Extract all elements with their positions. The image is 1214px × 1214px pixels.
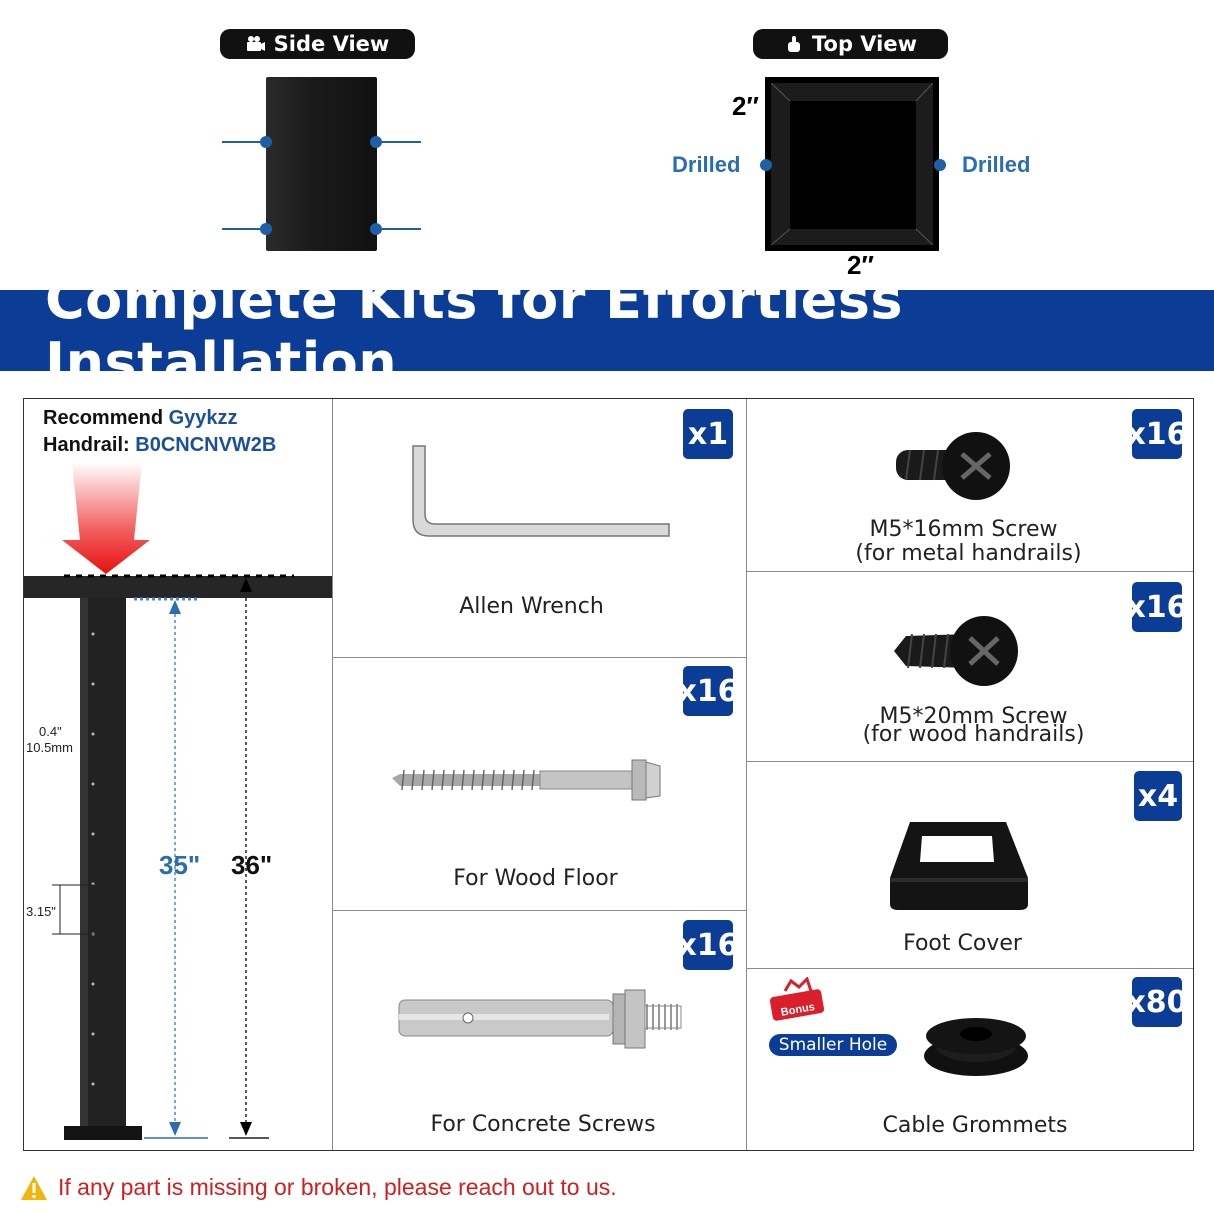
drilled-label-right: Drilled (962, 152, 1031, 177)
recommend-line: Recommend Gyykzz (43, 407, 238, 429)
grommet-icon (924, 1018, 1028, 1076)
hole-size-inch: 0.4" (39, 724, 62, 739)
anchor-bolt-icon (398, 989, 682, 1049)
item-name-cable-grommets: Cable Grommets (882, 1113, 1068, 1138)
post-diagram (24, 462, 332, 1140)
item-sub-m5-16: (for metal handrails) (855, 541, 1082, 566)
red-down-arrow-icon (62, 462, 150, 574)
kit-grid (23, 398, 1194, 1151)
wood-screw-icon (894, 616, 1018, 686)
side-view-post (266, 77, 377, 251)
height-36: 36" (231, 850, 273, 880)
qty-badge: x16 (677, 920, 739, 970)
warning-icon (21, 1175, 47, 1200)
qty-badge: x1 (683, 409, 733, 459)
camera-icon (246, 36, 265, 51)
drill-line (377, 228, 421, 230)
grid-divider (333, 657, 746, 658)
drill-line (222, 141, 266, 143)
grid-divider (747, 761, 1193, 762)
brand-name: Gyykzz (168, 407, 238, 429)
drill-hole-dot (260, 223, 272, 235)
foot-cover-icon (890, 822, 1028, 910)
grid-divider (333, 910, 746, 911)
warning-text: If any part is missing or broken, please… (58, 1174, 617, 1200)
smaller-hole-text: Smaller Hole (778, 1035, 888, 1055)
drill-hole-dot (260, 136, 272, 148)
handrail-bar (24, 576, 332, 598)
qty-badge: x16 (1126, 582, 1188, 632)
item-sub-m5-20: (for wood handrails) (862, 722, 1085, 747)
qty-badge: x16 (677, 666, 739, 716)
hole-size-mm: 10.5mm (26, 740, 73, 755)
post-base (64, 1126, 142, 1140)
drilled-label-left: Drilled (672, 152, 741, 177)
qty-badge: x80 (1126, 977, 1188, 1027)
top-view-text: Top View (811, 32, 918, 56)
item-name-allen-wrench: Allen Wrench (459, 594, 604, 619)
qty-badge: x4 (1134, 771, 1182, 821)
width-dimension-bottom: 2″ (847, 250, 874, 280)
grid-divider (747, 571, 1193, 572)
item-name-foot-cover: Foot Cover (903, 931, 1022, 956)
warning-notice: If any part is missing or broken, please… (20, 1174, 617, 1201)
bonus-tag-icon: Bonus (769, 977, 825, 1021)
hole-spacing: 3.15" (26, 904, 56, 919)
top-view-hollow (790, 101, 916, 229)
item-name-concrete-screws: For Concrete Screws (430, 1112, 656, 1137)
handrail-line: Handrail: B0CNCNVW2B (43, 434, 277, 456)
grid-divider (746, 399, 747, 1150)
smaller-hole-tag: Smaller Hole (769, 1034, 897, 1056)
grid-divider (332, 399, 333, 1150)
qty-badge: x16 (1126, 409, 1188, 459)
allen-wrench-icon (412, 445, 670, 537)
handrail-code: B0CNCNVW2B (135, 434, 277, 456)
machine-screw-icon (896, 432, 1010, 500)
lag-screw-icon (392, 759, 661, 801)
width-dimension-top: 2″ (732, 91, 759, 121)
bonus-text: Bonus (780, 1001, 816, 1019)
drill-line (222, 228, 266, 230)
title-banner: Complete Kits for Effortless Installatio… (0, 268, 1214, 394)
grid-divider (747, 968, 1193, 969)
banner-title: Complete Kits for Effortless Installatio… (45, 267, 903, 394)
drill-hole-dot (370, 136, 382, 148)
frame-bevel (771, 83, 933, 245)
item-name-m5-16: M5*16mm Screw (869, 517, 1058, 542)
item-name-m5-20: M5*20mm Screw (879, 704, 1068, 729)
drill-hole-dot (370, 223, 382, 235)
side-view-label: Side View (220, 29, 415, 59)
height-35: 35" (159, 850, 201, 880)
item-name-wood-floor: For Wood Floor (453, 866, 618, 891)
hand-pointer-icon (787, 36, 800, 52)
top-view-label: Top View (753, 29, 948, 59)
drill-hole-dot (934, 159, 946, 171)
side-view-text: Side View (273, 32, 390, 56)
drill-line (377, 141, 421, 143)
drill-hole-dot (760, 159, 772, 171)
